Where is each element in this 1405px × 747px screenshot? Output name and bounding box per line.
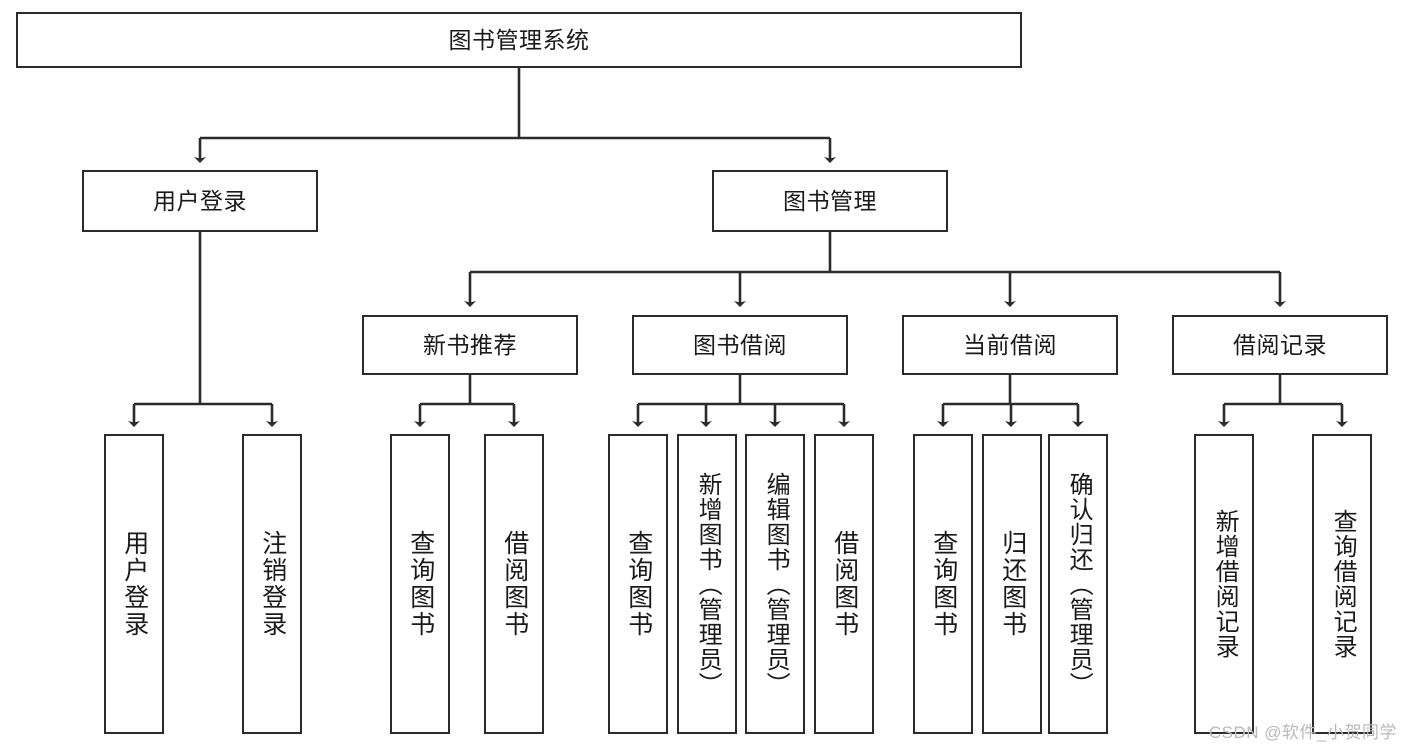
node-current-borrow[interactable]: 当前借阅 <box>902 315 1118 375</box>
node-label: 借阅图书 <box>830 530 859 638</box>
leaf-query-borrow-record[interactable]: 查询借阅记录 <box>1312 434 1372 734</box>
node-label: 用户登录 <box>120 530 149 638</box>
node-label: 用户登录 <box>153 187 247 214</box>
leaf-add-book-admin[interactable]: 新增图书（管理员） <box>677 434 737 734</box>
node-label: 查询图书 <box>406 530 435 638</box>
node-book-borrow[interactable]: 图书借阅 <box>632 315 848 375</box>
node-label: 查询借阅记录 <box>1329 509 1357 659</box>
node-label: 图书管理 <box>783 187 877 214</box>
watermark-text: CSDN @软件_小贺同学 <box>1208 723 1397 742</box>
node-label: 编辑图书（管理员） <box>762 471 790 697</box>
node-label: 图书借阅 <box>693 331 787 358</box>
leaf-user-login[interactable]: 用户登录 <box>104 434 164 734</box>
leaf-edit-book-admin[interactable]: 编辑图书（管理员） <box>745 434 805 734</box>
leaf-add-borrow-record[interactable]: 新增借阅记录 <box>1194 434 1254 734</box>
node-user-login[interactable]: 用户登录 <box>82 170 318 232</box>
node-borrow-records[interactable]: 借阅记录 <box>1172 315 1388 375</box>
leaf-logout[interactable]: 注销登录 <box>242 434 302 734</box>
node-label: 借阅图书 <box>500 530 529 638</box>
node-label: 注销登录 <box>258 530 287 638</box>
leaf-query-book-borrow[interactable]: 查询图书 <box>608 434 668 734</box>
node-root-system[interactable]: 图书管理系统 <box>16 12 1022 68</box>
node-label: 确认归还（管理员） <box>1065 471 1093 697</box>
leaf-return-book[interactable]: 归还图书 <box>982 434 1042 734</box>
leaf-query-book-current[interactable]: 查询图书 <box>913 434 973 734</box>
node-book-management[interactable]: 图书管理 <box>712 170 948 232</box>
leaf-confirm-return-admin[interactable]: 确认归还（管理员） <box>1048 434 1108 734</box>
node-label: 当前借阅 <box>963 331 1057 358</box>
node-label: 新增借阅记录 <box>1211 509 1239 659</box>
node-label: 查询图书 <box>929 530 958 638</box>
node-new-book-recommend[interactable]: 新书推荐 <box>362 315 578 375</box>
node-label: 查询图书 <box>624 530 653 638</box>
node-label: 新书推荐 <box>423 331 517 358</box>
node-label: 归还图书 <box>998 530 1027 638</box>
node-label: 图书管理系统 <box>448 26 590 53</box>
leaf-borrow-book[interactable]: 借阅图书 <box>814 434 874 734</box>
node-label: 借阅记录 <box>1233 331 1327 358</box>
leaf-borrow-book-recommend[interactable]: 借阅图书 <box>484 434 544 734</box>
node-label: 新增图书（管理员） <box>694 471 722 697</box>
leaf-query-book-recommend[interactable]: 查询图书 <box>390 434 450 734</box>
